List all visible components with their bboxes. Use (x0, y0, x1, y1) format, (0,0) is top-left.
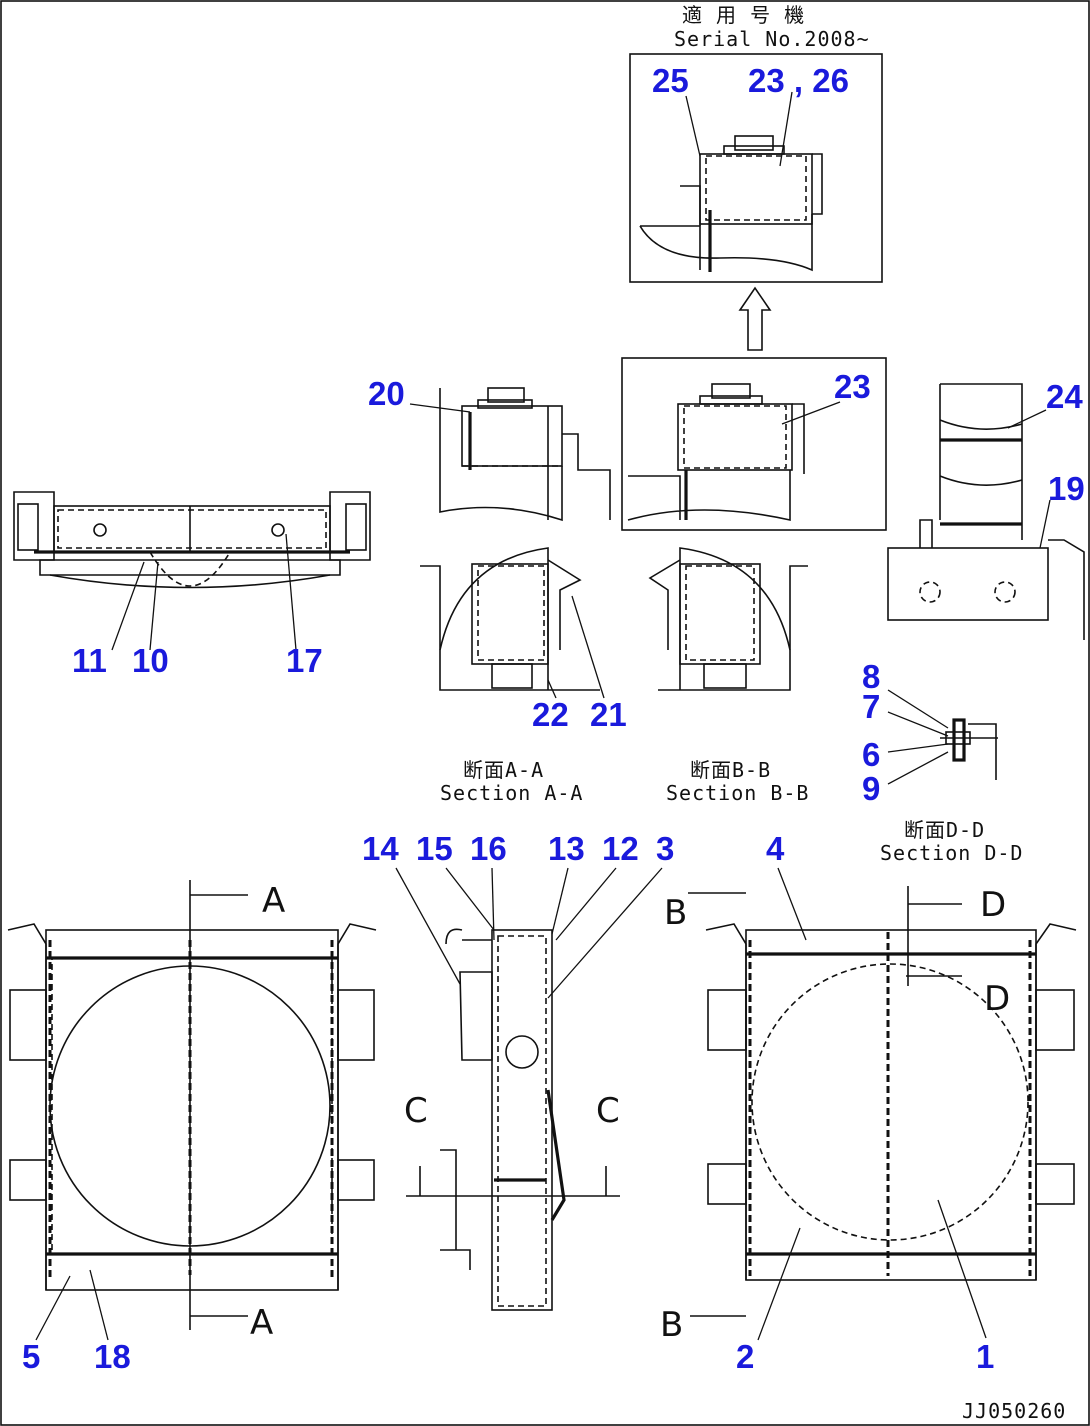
drawing-code: JJ050260 (962, 1399, 1066, 1423)
callout-12: 12 (602, 830, 639, 867)
callout-1: 1 (976, 1338, 994, 1375)
section-arrow-b-bottom: B (660, 1305, 683, 1345)
callout-17: 17 (286, 642, 323, 679)
section-d-caption-jp: 断面D-D (904, 818, 985, 842)
section-arrow-a-top: A (262, 881, 285, 921)
section-b-caption-jp: 断面B-B (690, 758, 771, 782)
tank-view-right (627, 383, 805, 521)
serial-inset-frame (629, 53, 883, 283)
section-arrow-c-left: C (404, 1091, 428, 1131)
callout-19: 19 (1048, 470, 1085, 507)
section-arrow-c-right: C (596, 1091, 620, 1131)
callout-5: 5 (22, 1338, 40, 1375)
callouts: 25 23 , 26 20 23 24 19 11 10 17 22 21 8 … (22, 62, 1085, 1375)
callout-13: 13 (548, 830, 585, 867)
callout-6: 6 (862, 736, 880, 773)
callout-18: 18 (94, 1338, 131, 1375)
callout-10: 10 (132, 642, 169, 679)
callout-23: 23 (834, 368, 871, 405)
callout-11: 11 (72, 642, 107, 679)
callout-22: 22 (532, 696, 569, 733)
callout-7: 7 (862, 688, 880, 725)
section-arrow-b-top: B (664, 893, 687, 933)
callout-15: 15 (416, 830, 453, 867)
callout-21: 21 (590, 696, 627, 733)
leader-lines (35, 91, 1051, 1341)
callout-8: 8 (862, 658, 880, 695)
section-a-caption-jp: 断面A-A (463, 758, 544, 782)
callout-4: 4 (766, 830, 785, 867)
side-view (406, 928, 620, 1311)
callout-24: 24 (1046, 378, 1083, 415)
callout-14: 14 (362, 830, 399, 867)
serial-inset: 適 用 号 機 Serial No.2008~ (629, 3, 883, 283)
callout-3: 3 (656, 830, 674, 867)
tank-view-left (439, 387, 611, 522)
up-arrow (738, 286, 772, 351)
callout-20: 20 (368, 375, 405, 412)
callout-2: 2 (736, 1338, 754, 1375)
front-view-right (688, 886, 1077, 1317)
section-d-caption-en: Section D-D (880, 841, 1023, 865)
section-arrow-d-top: D (980, 885, 1006, 925)
front-view-left (7, 880, 377, 1330)
serial-caption-en: Serial No.2008~ (674, 27, 870, 51)
section-a-caption-en: Section A-A (440, 781, 583, 805)
callout-9: 9 (862, 770, 880, 807)
callout-23-26: 23 , 26 (748, 62, 849, 99)
plan-view (13, 491, 371, 589)
callout-16: 16 (470, 830, 507, 867)
section-b-view (648, 547, 808, 691)
tank-view-highlight-frame (621, 357, 887, 531)
callout-25: 25 (652, 62, 689, 99)
section-b-caption-en: Section B-B (666, 781, 809, 805)
section-arrow-d-mid: D (984, 979, 1010, 1019)
part-24-19-detail (887, 383, 1085, 640)
bolt-detail (940, 718, 998, 780)
serial-caption-jp: 適 用 号 機 (682, 3, 805, 27)
section-arrow-a-bottom: A (250, 1303, 273, 1343)
section-a-view (420, 547, 600, 691)
